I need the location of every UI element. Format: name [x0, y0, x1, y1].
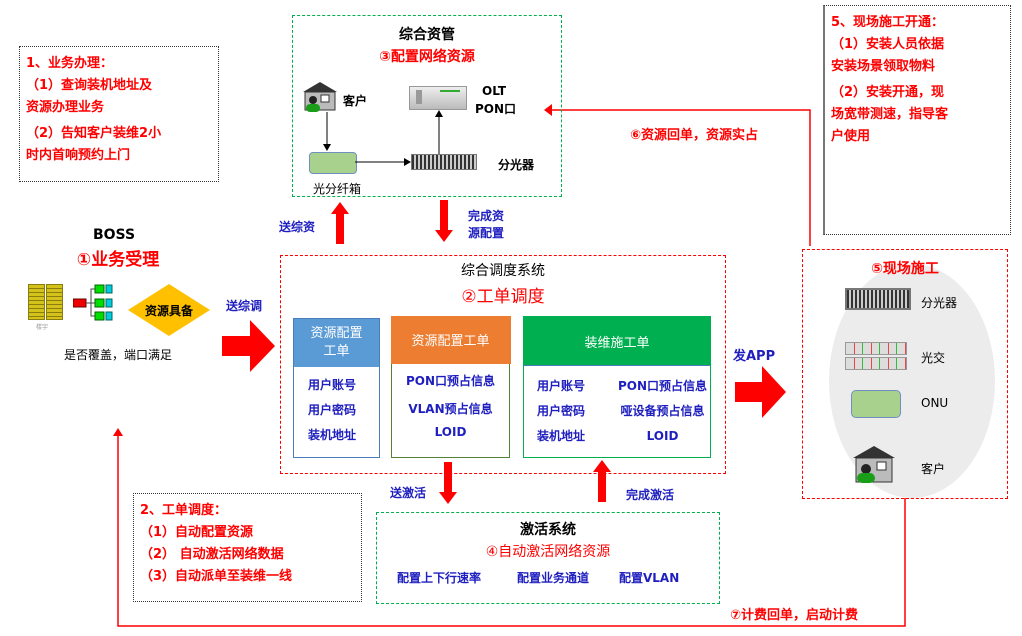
card-item: 用户密码 [308, 403, 357, 417]
note-line: （2）安装开通，现 [831, 85, 945, 100]
onsite-work-step: ⑤现场施工 [871, 261, 939, 277]
card-item: 装机地址 [537, 429, 586, 443]
card-item: 装机地址 [308, 428, 357, 442]
card-body: PON口预占信息 VLAN预占信息 LOID [392, 364, 509, 440]
optical-cross-connect-icon [845, 342, 907, 370]
note-title: 2、工单调度： [140, 503, 228, 518]
note-business-handling: 1、业务办理： （1）查询装机地址及 资源办理业务 （2）告知客户装维2小 时内… [19, 46, 219, 182]
card-body: 用户账号 用户密码 装机地址 [294, 367, 379, 448]
customer-label: 客户 [343, 94, 368, 108]
card-header-line: 装维施工单 [584, 335, 650, 351]
card-header: 资源配置 工单 [294, 319, 379, 367]
note-line: 时内首响预约上门 [26, 148, 131, 163]
activation-done-label: 完成激活 [626, 488, 675, 502]
card-column-right: PON口预占信息 哑设备预占信息 LOID [615, 374, 710, 449]
building-caption: 楼宇 [36, 324, 49, 331]
note-line: 场宽带测速，指导客 [831, 107, 949, 122]
device-label-splitter: 分光器 [921, 296, 958, 310]
note-line: （2）告知客户装维2小 [26, 126, 162, 141]
card-item: LOID [434, 424, 467, 439]
note-onsite-activation: 5、现场施工开通： （1）安装人员依据 安装场景领取物料 （2）安装开通，现 场… [823, 5, 1011, 235]
card-item: VLAN预占信息 [408, 401, 493, 416]
card-item: LOID [646, 429, 679, 443]
olt-label: OLT [482, 84, 507, 98]
note-line: 资源办理业务 [26, 100, 105, 115]
card-header-line: 资源配置工单 [411, 334, 490, 349]
device-label-cross-connect: 光交 [921, 351, 946, 365]
card-header: 资源配置工单 [390, 315, 511, 364]
card-item: PON口预占信息 [617, 379, 708, 393]
activation-system-box: 激活系统 ④自动激活网络资源 配置上下行速率 配置业务通道 配置VLAN [376, 512, 720, 604]
resource-return-arrowhead [544, 104, 552, 116]
card-item: 用户账号 [308, 378, 357, 392]
network-tree-icon [73, 284, 117, 322]
note-title: 1、业务办理： [26, 56, 114, 71]
resource-management-step: ③配置网络资源 [379, 49, 475, 65]
to-activation-label: 送激活 [390, 486, 427, 500]
boss-title: BOSS [92, 227, 136, 243]
fiber-box-label: 光分纤箱 [313, 182, 362, 196]
dispatch-system-step: ②工单调度 [461, 287, 545, 307]
device-label-customer: 客户 [921, 462, 946, 476]
fiber-distribution-box [309, 152, 357, 174]
activation-item-channel: 配置业务通道 [517, 571, 590, 585]
resource-done-label-2: 源配置 [468, 226, 505, 240]
card-item: 用户密码 [537, 404, 586, 418]
device-label-onu: ONU [921, 396, 949, 410]
resource-mgmt-arrows [323, 110, 443, 166]
onsite-work-box: ⑤现场施工 分光器 光交 ONU 客户 [802, 249, 1008, 499]
resource-management-title: 综合资管 [399, 27, 455, 43]
note-order-dispatch: 2、工单调度： （1）自动配置资源 （2） 自动激活网络数据 （3）自动派单至装… [133, 493, 362, 602]
activation-system-title: 激活系统 [520, 522, 576, 538]
billing-return-line [117, 436, 906, 627]
olt-device-icon [409, 86, 467, 110]
note-line: （3）自动派单至装维一线 [140, 569, 293, 584]
resource-config-order-card: 资源配置 工单 用户账号 用户密码 装机地址 [293, 318, 380, 458]
resource-config-order-card-2: 资源配置工单 PON口预占信息 VLAN预占信息 LOID [390, 315, 511, 458]
card-item: 哑设备预占信息 [620, 404, 705, 418]
coverage-caption: 是否覆盖，端口满足 [64, 348, 173, 362]
dispatch-system-title: 综合调度系统 [461, 263, 545, 279]
resource-done-label-1: 完成资 [468, 209, 505, 223]
note-line: 安装场景领取物料 [831, 59, 936, 74]
building-icon [28, 284, 63, 320]
resource-return-line [552, 109, 811, 246]
boss-step: ①业务受理 [76, 250, 160, 270]
splitter-device-icon [411, 154, 477, 170]
decision-label: 资源具备 [144, 304, 193, 318]
note-line: 户使用 [831, 129, 871, 144]
card-item: PON口预占信息 [405, 373, 496, 388]
card-item: 用户账号 [537, 379, 586, 393]
activation-item-rate: 配置上下行速率 [397, 571, 482, 585]
splitter-device-icon [845, 288, 911, 310]
note-line: （1）查询装机地址及 [26, 78, 153, 93]
installation-work-order-card: 装维施工单 用户账号 用户密码 装机地址 PON口预占信息 哑设备预占信息 LO… [523, 316, 711, 458]
resource-management-box: 综合资管 ③配置网络资源 客户 OLT PON口 光分纤箱 分光器 [292, 15, 562, 197]
card-column-left: 用户账号 用户密码 装机地址 [524, 374, 615, 449]
dispatch-system-box: 综合调度系统 ②工单调度 资源配置 工单 用户账号 用户密码 装机地址 资源配置… [280, 255, 726, 474]
activation-item-vlan: 配置VLAN [619, 571, 680, 585]
send-app-label: 发APP [733, 349, 776, 364]
pon-port-label: PON口 [475, 102, 517, 116]
note-line: （2） 自动激活网络数据 [140, 547, 284, 562]
to-resource-label: 送综资 [279, 220, 316, 234]
activation-system-step: ④自动激活网络资源 [485, 544, 611, 560]
note-title: 5、现场施工开通： [831, 15, 945, 30]
billing-return-arrowhead [113, 428, 123, 436]
card-body: 用户账号 用户密码 装机地址 PON口预占信息 哑设备预占信息 LOID [524, 366, 710, 449]
resource-return-label: ⑥资源回单，资源实占 [630, 128, 759, 143]
card-header-line: 资源配置 [310, 326, 363, 341]
splitter-label: 分光器 [498, 158, 535, 172]
customer-house-icon [853, 446, 895, 484]
customer-house-icon [303, 82, 337, 112]
note-line: （1）自动配置资源 [140, 525, 254, 540]
note-line: （1）安装人员依据 [831, 37, 945, 52]
card-header-line: 工单 [323, 344, 350, 359]
card-header: 装维施工单 [524, 317, 710, 366]
resource-available-decision: 资源具备 [128, 284, 210, 336]
billing-return-label: ⑦计费回单，启动计费 [730, 608, 859, 623]
to-dispatch-label: 送综调 [226, 299, 263, 313]
onu-device-icon [851, 390, 901, 418]
